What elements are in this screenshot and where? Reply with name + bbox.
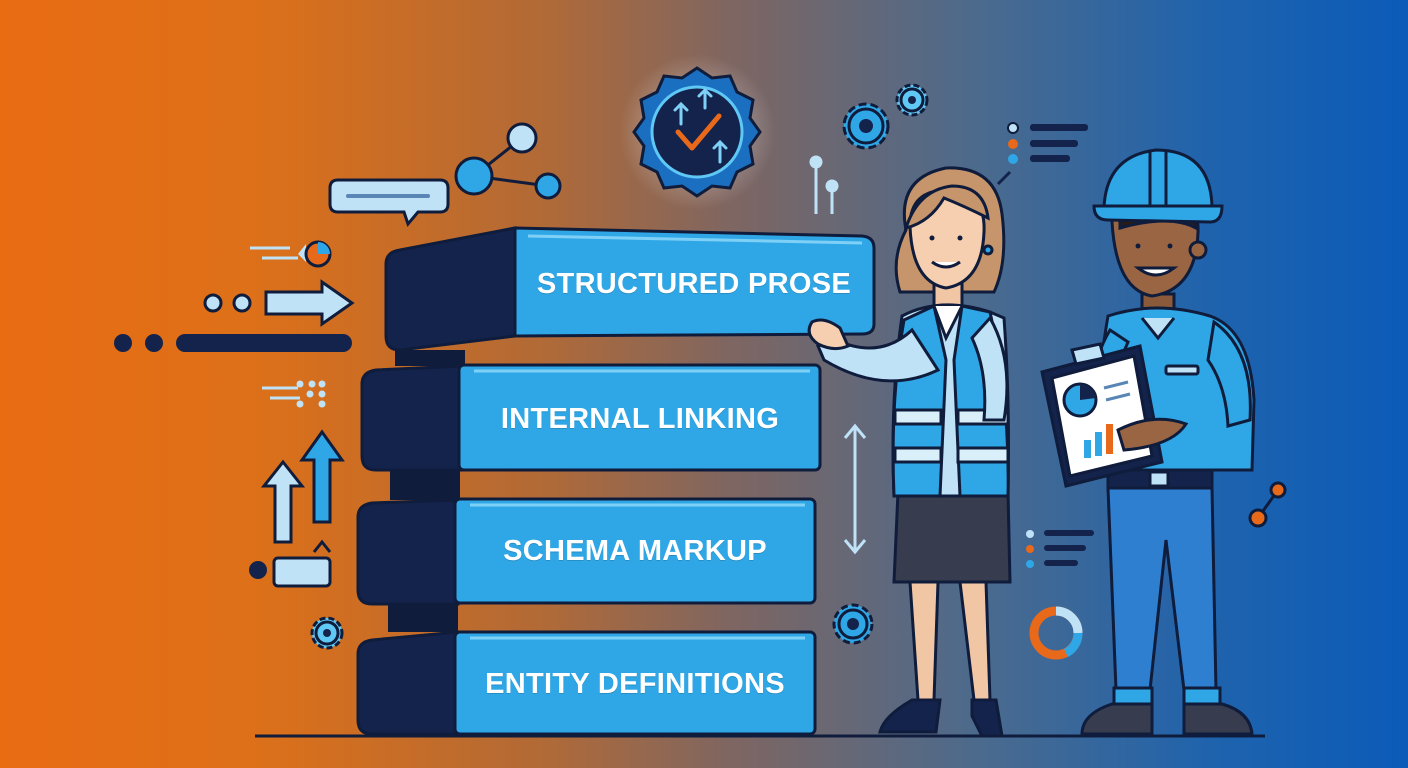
layer-label-entity-definitions: ENTITY DEFINITIONS [485, 667, 785, 700]
list-icon [1026, 530, 1094, 568]
arrow-right-icon [203, 279, 355, 327]
worker-figure [1040, 148, 1256, 736]
antenna-decoration [809, 155, 839, 214]
gear-icon [895, 83, 929, 117]
verified-badge-icon [619, 54, 775, 210]
layer-label-structured-prose: STRUCTURED PROSE [536, 267, 852, 300]
woman-figure [807, 166, 1012, 738]
double-arrow-icon [843, 423, 867, 555]
link-nodes-icon [1248, 481, 1287, 528]
layer-label-internal-linking: INTERNAL LINKING [500, 402, 780, 435]
stack-layer-internal-linking [360, 363, 822, 500]
network-nodes-icon [454, 122, 562, 200]
progress-bar-decoration [114, 334, 352, 352]
arrow-up-icon [299, 429, 345, 524]
caret-up-icon [312, 539, 332, 553]
toggle-icon [249, 556, 332, 588]
gear-icon [310, 616, 344, 650]
list-icon [996, 122, 1088, 186]
pie-chart-icon [1029, 606, 1083, 660]
connector-icon [262, 380, 326, 408]
stack-layer-entity-definitions [356, 630, 817, 736]
clipboard-chart-icon [1040, 342, 1164, 488]
arrow-up-icon [260, 459, 306, 544]
chat-bubble-icon [328, 178, 450, 228]
stack-layer-schema-markup [356, 497, 817, 632]
layer-stack [356, 226, 876, 736]
gear-icon [842, 102, 890, 150]
layer-label-schema-markup: SCHEMA MARKUP [503, 534, 767, 567]
hard-hat-icon [1092, 148, 1224, 224]
stack-layer-structured-prose [384, 226, 876, 366]
gear-icon [832, 603, 874, 645]
progress-indicator-icon [250, 240, 332, 268]
